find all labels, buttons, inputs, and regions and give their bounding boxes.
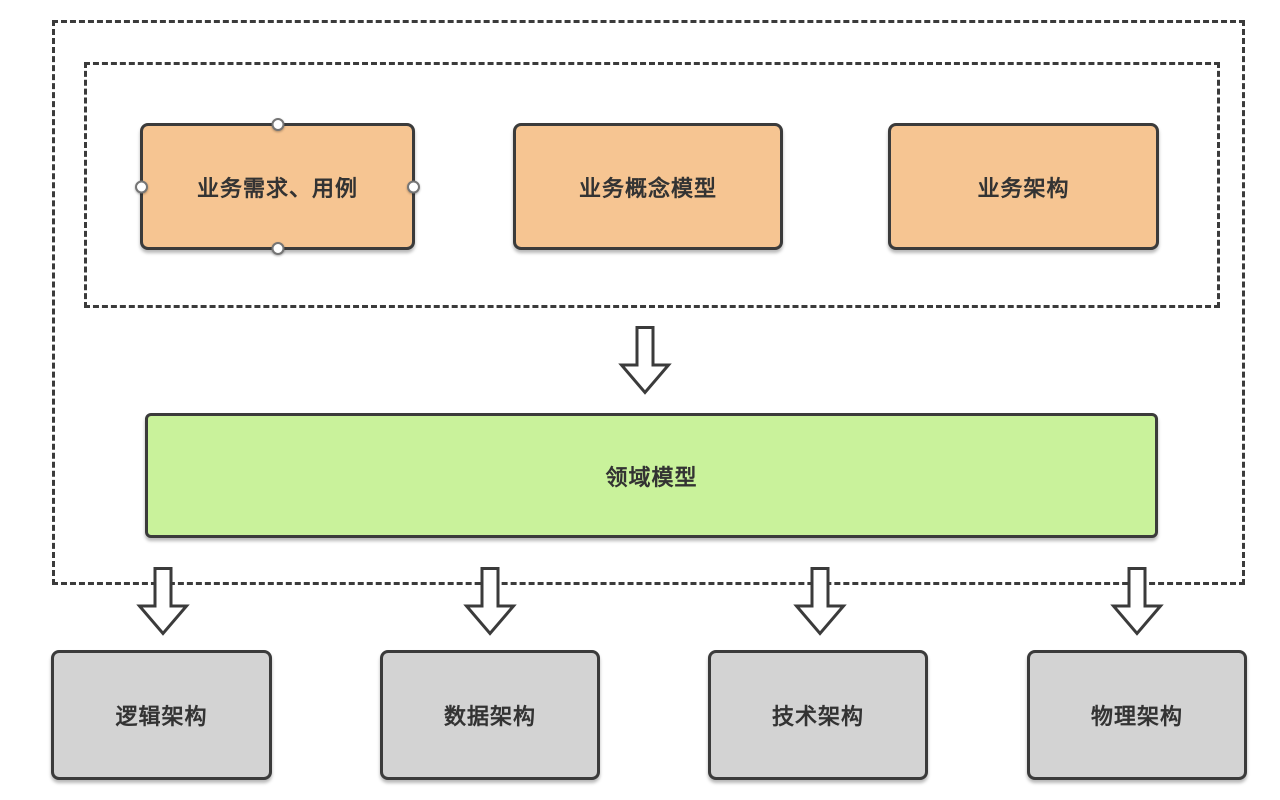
- data-architecture-label: 数据架构: [443, 704, 536, 729]
- selection-handle-right[interactable]: [407, 180, 420, 193]
- technical-architecture-box[interactable]: 技术架构: [708, 650, 928, 780]
- physical-architecture-box[interactable]: 物理架构: [1027, 650, 1247, 780]
- down-arrow-icon[interactable]: [463, 566, 517, 636]
- down-arrow-icon[interactable]: [618, 325, 672, 395]
- down-arrow-icon[interactable]: [1110, 566, 1164, 636]
- data-architecture-box[interactable]: 数据架构: [380, 650, 600, 780]
- domain-model-box[interactable]: 领域模型: [145, 413, 1158, 538]
- logical-architecture-box[interactable]: 逻辑架构: [51, 650, 272, 780]
- logical-architecture-label: 逻辑架构: [115, 704, 208, 729]
- selection-handle-bottom[interactable]: [271, 242, 284, 255]
- selection-handle-left[interactable]: [135, 180, 148, 193]
- outer-dashed-group[interactable]: [52, 20, 1245, 585]
- business-architecture-box[interactable]: 业务架构: [888, 123, 1159, 250]
- business-requirements-box[interactable]: 业务需求、用例: [135, 118, 420, 255]
- business-concept-model-box[interactable]: 业务概念模型: [513, 123, 783, 250]
- down-arrow-icon[interactable]: [136, 566, 190, 636]
- domain-model-label: 领域模型: [605, 464, 698, 490]
- selection-handle-top[interactable]: [271, 118, 284, 131]
- business-requirements-label: 业务需求、用例: [196, 175, 358, 201]
- business-concept-model-label: 业务概念模型: [578, 175, 717, 201]
- technical-architecture-label: 技术架构: [771, 704, 864, 729]
- business-layer-dashed-group[interactable]: [84, 62, 1220, 308]
- down-arrow-icon[interactable]: [793, 566, 847, 636]
- business-architecture-label: 业务架构: [977, 175, 1070, 201]
- physical-architecture-label: 物理架构: [1090, 704, 1183, 729]
